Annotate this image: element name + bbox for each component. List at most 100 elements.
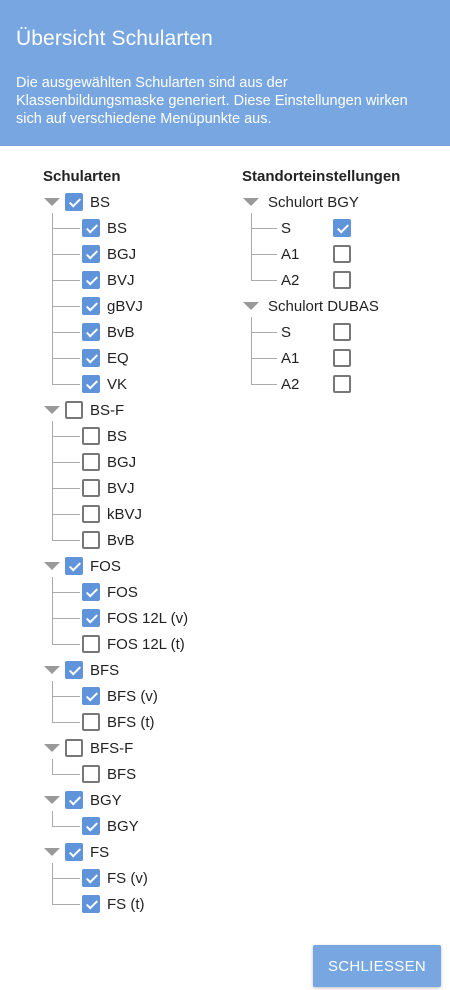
group-checkbox[interactable]	[65, 193, 83, 211]
tree-connector-line	[52, 332, 80, 333]
item-checkbox[interactable]	[82, 869, 100, 887]
item-checkbox[interactable]	[82, 453, 100, 471]
site-option[interactable]: S	[281, 321, 351, 343]
option-checkbox[interactable]	[333, 245, 351, 263]
group-checkbox[interactable]	[65, 843, 83, 861]
site-option[interactable]: A2	[281, 373, 351, 395]
item-checkbox[interactable]	[82, 271, 100, 289]
item-label: BVJ	[107, 271, 135, 289]
group-checkbox[interactable]	[65, 791, 83, 809]
expand-triangle-icon[interactable]	[44, 399, 65, 421]
expand-triangle-icon[interactable]	[44, 659, 65, 681]
tree-item[interactable]: BGJ	[82, 451, 136, 473]
tree-item[interactable]: BvB	[82, 529, 135, 551]
option-checkbox[interactable]	[333, 375, 351, 393]
option-checkbox[interactable]	[333, 349, 351, 367]
site-option[interactable]: A2	[281, 269, 351, 291]
expand-triangle-icon[interactable]	[44, 555, 65, 577]
item-checkbox[interactable]	[82, 895, 100, 913]
item-checkbox[interactable]	[82, 323, 100, 341]
expand-triangle-icon[interactable]	[44, 789, 65, 811]
tree-item[interactable]: BvB	[82, 321, 135, 343]
tree-connector-line	[52, 306, 80, 307]
tree-item[interactable]: kBVJ	[82, 503, 142, 525]
option-label: S	[281, 219, 292, 237]
dialog-header: Übersicht Schularten Die ausgewählten Sc…	[0, 0, 450, 146]
tree-item[interactable]: BVJ	[82, 269, 135, 291]
tree-connector-line	[251, 384, 277, 385]
tree-item[interactable]: VK	[82, 373, 127, 395]
item-checkbox[interactable]	[82, 375, 100, 393]
item-label: kBVJ	[107, 505, 143, 523]
site-option[interactable]: S	[281, 217, 351, 239]
tree-item[interactable]: FOS	[82, 581, 138, 603]
tree-item[interactable]: BFS (t)	[82, 711, 155, 733]
tree-group-bfs[interactable]: BFS	[44, 659, 119, 681]
tree-connector-line	[52, 280, 80, 281]
tree-item[interactable]: BVJ	[82, 477, 135, 499]
item-checkbox[interactable]	[82, 635, 100, 653]
tree-item[interactable]: gBVJ	[82, 295, 143, 317]
item-checkbox[interactable]	[82, 609, 100, 627]
site-option[interactable]: A1	[281, 347, 351, 369]
tree-item[interactable]: BFS	[82, 763, 136, 785]
site-group[interactable]: Schulort DUBAS	[243, 295, 379, 317]
item-label: FOS	[107, 583, 138, 601]
item-checkbox[interactable]	[82, 765, 100, 783]
item-checkbox[interactable]	[82, 531, 100, 549]
item-label: BGJ	[107, 453, 137, 471]
option-checkbox[interactable]	[333, 271, 351, 289]
site-label: Schulort BGY	[268, 193, 359, 211]
item-checkbox[interactable]	[82, 713, 100, 731]
close-button[interactable]: SCHLIESSEN	[313, 945, 441, 987]
expand-triangle-icon[interactable]	[44, 737, 65, 759]
tree-group-bgy[interactable]: BGY	[44, 789, 122, 811]
item-checkbox[interactable]	[82, 297, 100, 315]
site-group[interactable]: Schulort BGY	[243, 191, 359, 213]
group-checkbox[interactable]	[65, 661, 83, 679]
tree-item[interactable]: FS (t)	[82, 893, 145, 915]
item-checkbox[interactable]	[82, 427, 100, 445]
tree-connector-line	[52, 863, 53, 905]
tree-item[interactable]: BFS (v)	[82, 685, 158, 707]
tree-group-bs[interactable]: BS	[44, 191, 110, 213]
item-checkbox[interactable]	[82, 583, 100, 601]
group-checkbox[interactable]	[65, 557, 83, 575]
group-checkbox[interactable]	[65, 739, 83, 757]
triangle-down-icon	[44, 562, 60, 570]
expand-triangle-icon[interactable]	[243, 191, 264, 213]
expand-triangle-icon[interactable]	[44, 841, 65, 863]
group-label: BS-F	[90, 401, 125, 419]
item-checkbox[interactable]	[82, 817, 100, 835]
tree-group-fos[interactable]: FOS	[44, 555, 121, 577]
tree-connector-line	[52, 213, 53, 385]
item-checkbox[interactable]	[82, 349, 100, 367]
tree-item[interactable]: EQ	[82, 347, 129, 369]
item-checkbox[interactable]	[82, 219, 100, 237]
site-option[interactable]: A1	[281, 243, 351, 265]
group-checkbox[interactable]	[65, 401, 83, 419]
tree-item[interactable]: FOS 12L (v)	[82, 607, 188, 629]
expand-triangle-icon[interactable]	[44, 191, 65, 213]
tree-group-fs[interactable]: FS	[44, 841, 109, 863]
expand-triangle-icon[interactable]	[243, 295, 264, 317]
option-checkbox[interactable]	[333, 219, 351, 237]
option-checkbox[interactable]	[333, 323, 351, 341]
item-checkbox[interactable]	[82, 687, 100, 705]
tree-connector-line	[52, 644, 80, 645]
tree-group-bs-f[interactable]: BS-F	[44, 399, 124, 421]
group-label: BS	[90, 193, 111, 211]
tree-item[interactable]: FOS 12L (t)	[82, 633, 185, 655]
tree-group-bfs-f[interactable]: BFS-F	[44, 737, 133, 759]
schularten-heading: Schularten	[43, 168, 121, 185]
item-checkbox[interactable]	[82, 479, 100, 497]
item-checkbox[interactable]	[82, 245, 100, 263]
item-checkbox[interactable]	[82, 505, 100, 523]
tree-item[interactable]: FS (v)	[82, 867, 148, 889]
tree-item[interactable]: BGY	[82, 815, 139, 837]
tree-connector-line	[52, 618, 80, 619]
tree-connector-line	[52, 904, 80, 905]
tree-item[interactable]: BS	[82, 425, 127, 447]
tree-item[interactable]: BS	[82, 217, 127, 239]
tree-item[interactable]: BGJ	[82, 243, 136, 265]
